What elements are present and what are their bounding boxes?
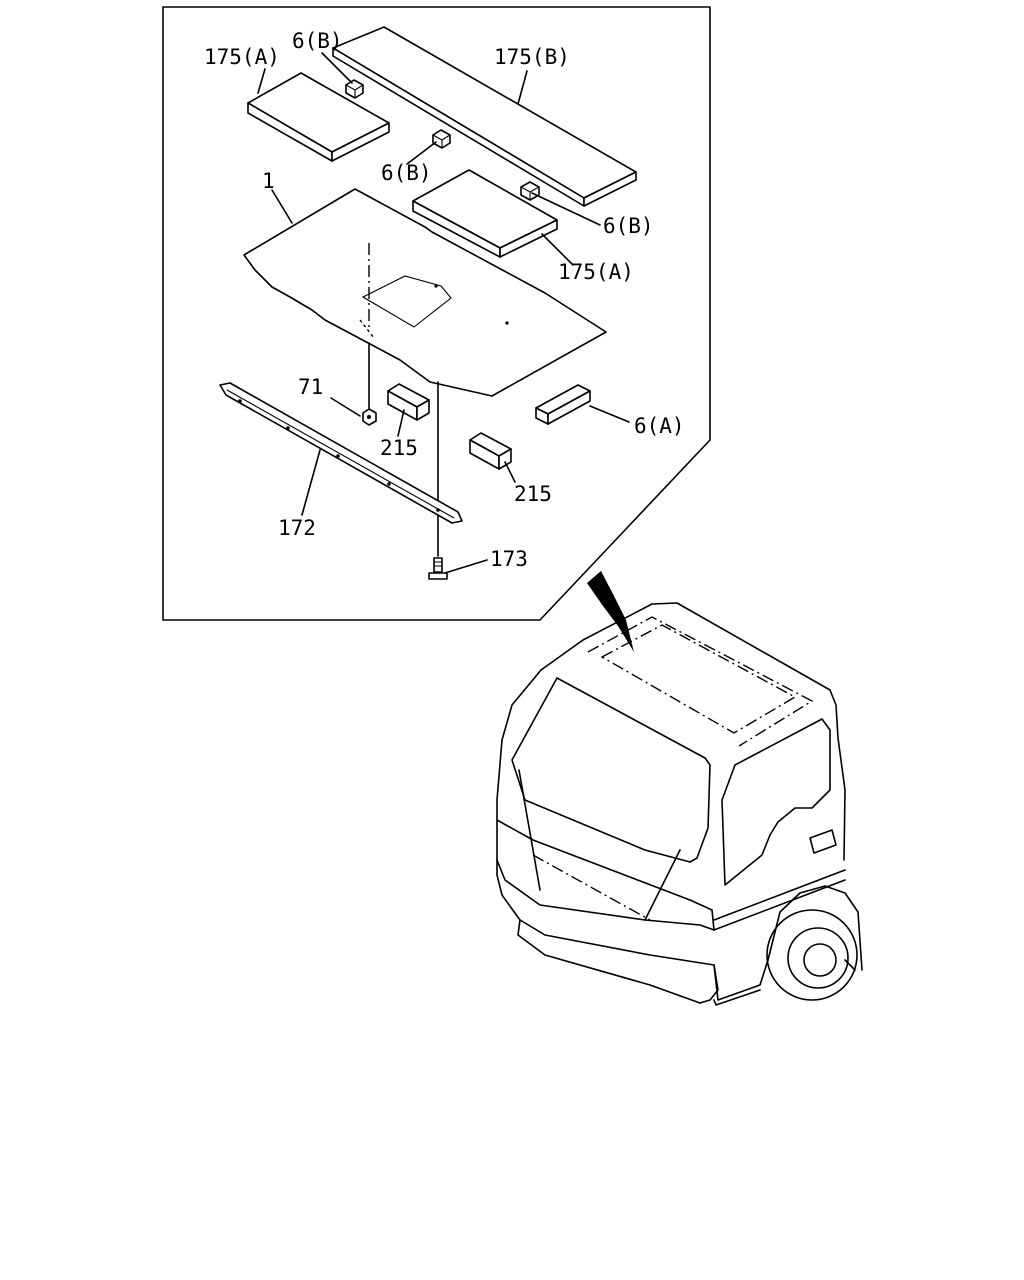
callout-block-a: 215 (380, 436, 418, 460)
mat-175a-center (412, 169, 558, 258)
clip-6b-top (345, 79, 364, 99)
mat-175a-left (247, 72, 390, 162)
clip-6b-right (520, 181, 540, 201)
callout-pad: 6(A) (634, 414, 685, 438)
block-215-a (387, 383, 430, 421)
callout-clip-top: 6(B) (292, 29, 343, 53)
screw-173 (428, 557, 448, 580)
callout-mat-long: 175(B) (494, 45, 570, 69)
detail-frame (162, 6, 711, 621)
callout-clip-mid: 6(B) (381, 161, 432, 185)
block-215-b (469, 432, 512, 470)
clip-6b-mid (432, 129, 451, 149)
pad-6a (535, 384, 591, 425)
callout-panel: 1 (262, 169, 275, 193)
callout-screw: 173 (490, 547, 528, 571)
sill-trim-172 (219, 382, 463, 524)
callout-sill-trim: 172 (278, 516, 316, 540)
leader-lines (257, 52, 630, 574)
callout-block-b: 215 (514, 482, 552, 506)
callout-mat-left: 175(A) (204, 45, 280, 69)
truck-cab (496, 602, 863, 1006)
nut-71 (362, 408, 377, 426)
callout-mat-center: 175(A) (558, 260, 634, 284)
mat-175b (332, 26, 637, 207)
location-arrow (587, 571, 634, 652)
callout-clip-right: 6(B) (603, 214, 654, 238)
floor-panel (243, 188, 607, 397)
callout-nut: 71 (298, 375, 323, 399)
